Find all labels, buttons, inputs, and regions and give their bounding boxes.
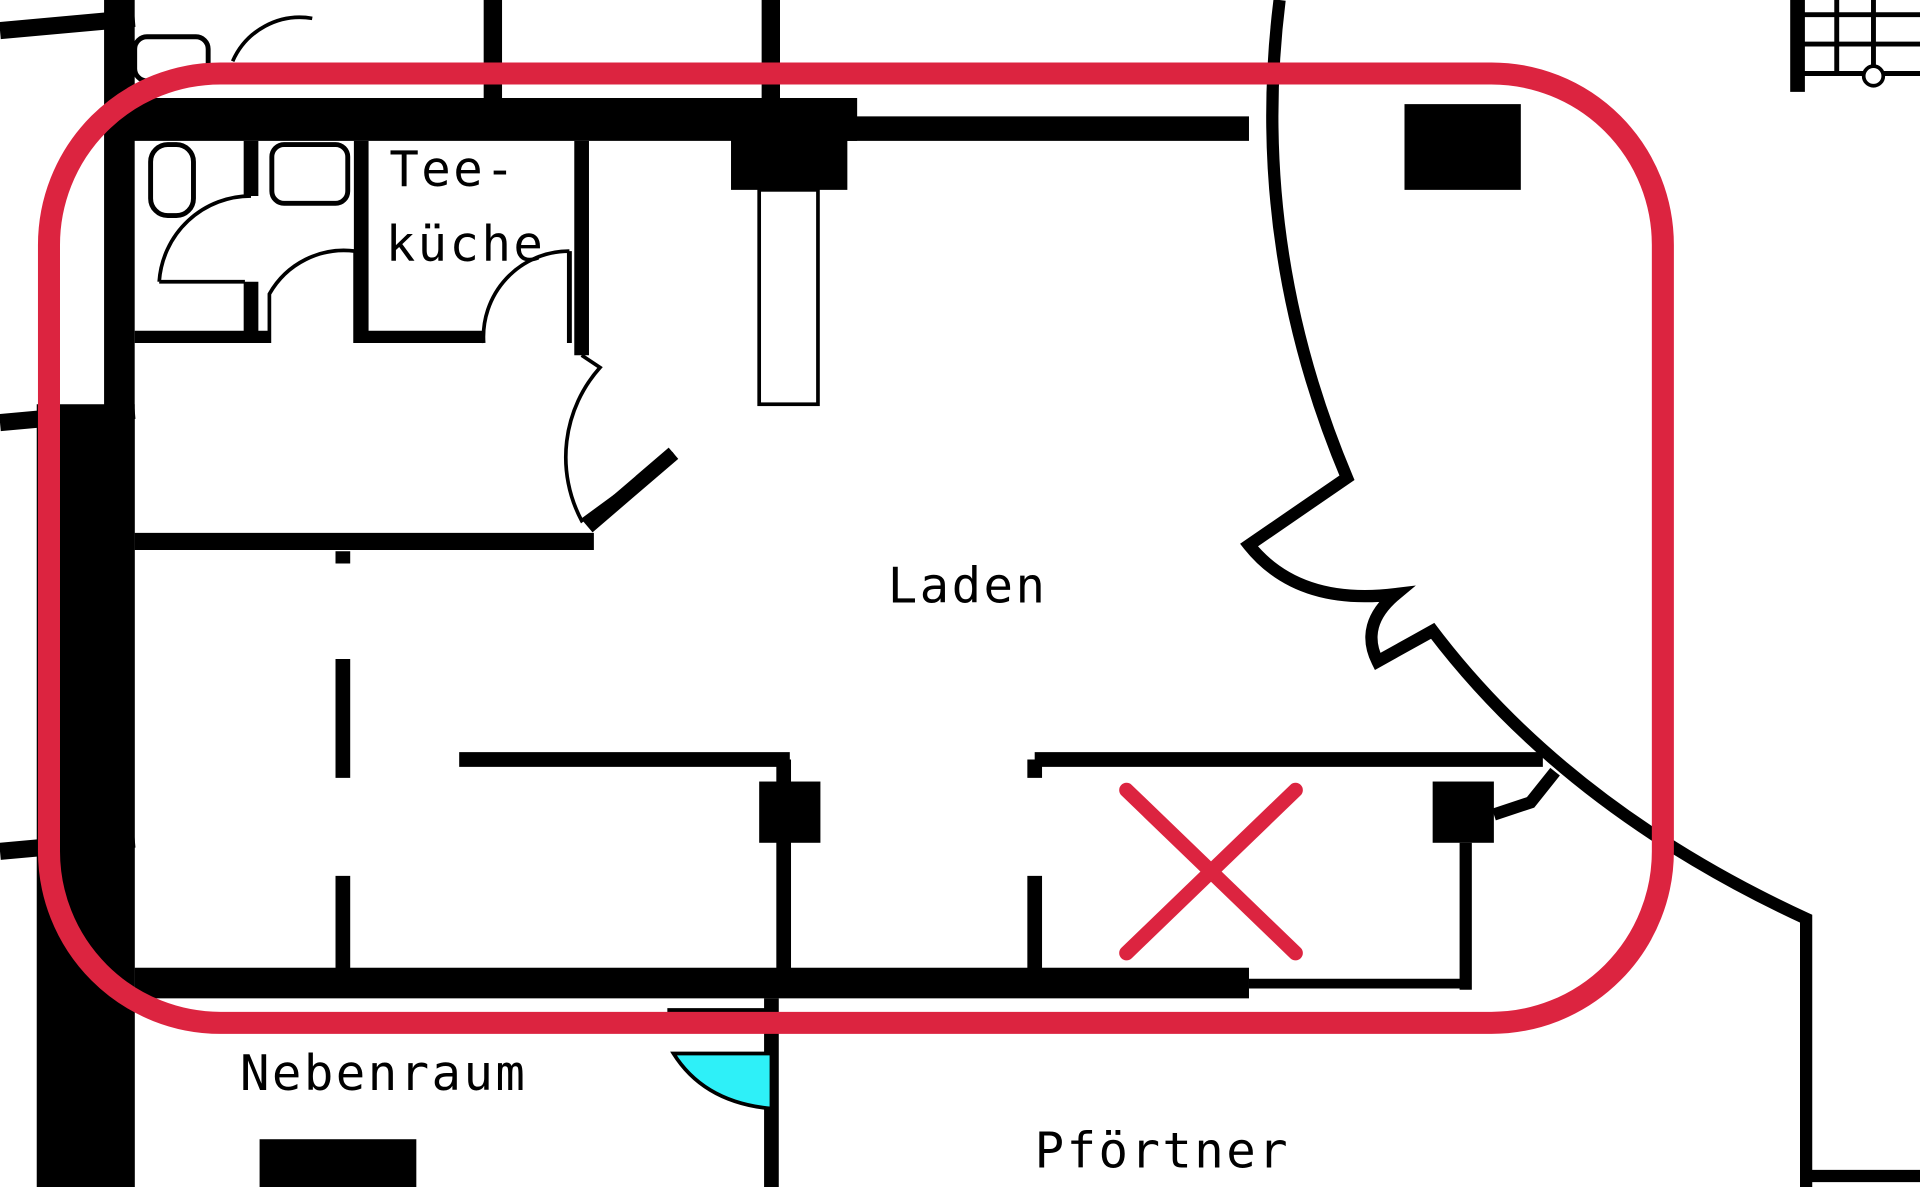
annotations [37,62,1674,1034]
room-label-tea-kitchen-2: küche [386,216,546,273]
room-label-tea-kitchen-1: Tee- [389,141,517,198]
room-label-side-room: Nebenraum [240,1045,527,1102]
room-label-shop: Laden [888,558,1048,615]
room-labels: Tee- küche Laden Nebenraum Pförtner [240,141,1290,1179]
room-label-porter: Pförtner [1035,1122,1290,1179]
x-mark-icon [1119,782,1303,961]
highlight-outline [37,62,1674,1034]
